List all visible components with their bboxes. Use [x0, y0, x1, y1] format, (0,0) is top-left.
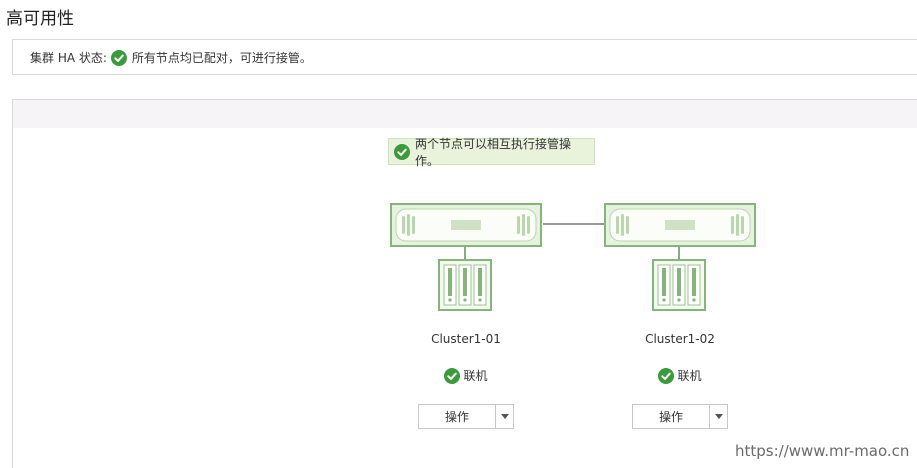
node-state: 联机 [604, 367, 756, 384]
ha-status-bar: 集群 HA 状态: 所有节点均已配对，可进行接管。 [12, 39, 917, 75]
check-circle-icon [444, 367, 461, 384]
cable-icon [464, 247, 466, 259]
node-name: Cluster1-02 [645, 332, 715, 346]
node-action-button[interactable]: 操作 [632, 404, 728, 429]
takeover-banner: 两个节点可以相互执行接管操作。 [388, 137, 595, 168]
takeover-message: 两个节点可以相互执行接管操作。 [415, 136, 572, 168]
node-state: 联机 [390, 367, 542, 384]
disk-shelf-icon [438, 259, 492, 311]
node-state-label: 联机 [677, 369, 702, 383]
disk-shelf-icon [652, 259, 706, 311]
interconnect-line [543, 223, 605, 225]
chevron-down-icon[interactable] [495, 405, 513, 428]
check-circle-icon [110, 49, 127, 66]
ha-status-row: 集群 HA 状态: 所有节点均已配对，可进行接管。 [30, 49, 312, 66]
chevron-down-icon[interactable] [709, 405, 727, 428]
check-circle-icon [394, 143, 410, 160]
page-title: 高可用性 [6, 9, 74, 29]
controller-icon [390, 203, 542, 247]
ha-status-message: 所有节点均已配对，可进行接管。 [131, 51, 312, 65]
node-panel-header [13, 100, 917, 128]
controller-icon [604, 203, 756, 247]
cable-icon [678, 247, 680, 259]
action-button-label[interactable]: 操作 [658, 410, 683, 424]
node-name: Cluster1-01 [431, 332, 501, 346]
node-action-button[interactable]: 操作 [418, 404, 514, 429]
node-state-label: 联机 [463, 369, 488, 383]
ha-status-label: 集群 HA 状态: [30, 51, 107, 65]
action-button-label[interactable]: 操作 [444, 410, 469, 424]
check-circle-icon [658, 367, 675, 384]
watermark: https://www.mr-mao.cn [735, 442, 910, 460]
